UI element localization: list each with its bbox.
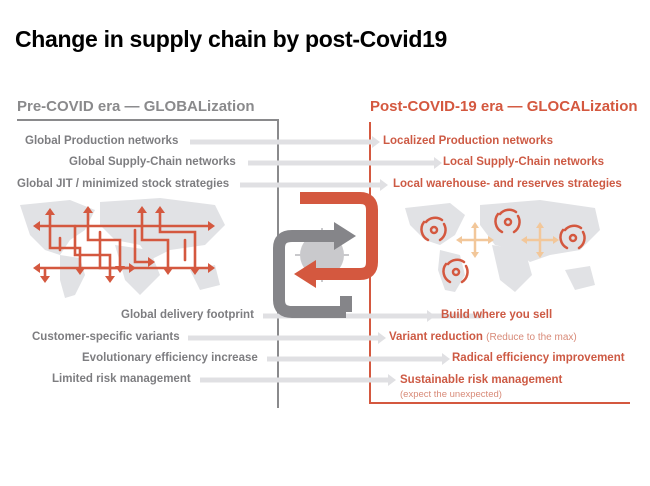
transition-arrows-top [190, 136, 442, 191]
pre-item-jit: Global JIT / minimized stock strategies [17, 178, 230, 190]
post-item-supply-chain: Local Supply-Chain networks [443, 156, 605, 168]
post-covid-heading: Post-COVID-19 era — GLOCALization [370, 98, 638, 115]
pre-item-production: Global Production networks [25, 135, 179, 147]
post-item-build-where-you-sell: Build where you sell [441, 309, 553, 321]
post-item-sustainable-risk: Sustainable risk management [400, 374, 563, 386]
post-item-variant-reduction: Variant reduction (Reduce to the max) [389, 331, 577, 343]
variant-reduction-note: (Reduce to the max) [486, 332, 577, 343]
variant-reduction-main: Variant reduction [389, 331, 483, 343]
covid-exchange-arrows-icon [273, 192, 378, 318]
pre-item-supply-chain: Global Supply-Chain networks [69, 156, 236, 168]
sustainable-risk-note: (expect the unexpected) [400, 389, 502, 400]
page-title: Change in supply chain by post-Covid19 [15, 26, 448, 52]
post-item-production: Localized Production networks [383, 135, 553, 147]
transition-arrows-bottom [188, 310, 483, 386]
world-map-regional-cycles-icon [405, 200, 600, 292]
post-item-radical-efficiency: Radical efficiency improvement [452, 352, 625, 364]
pre-item-delivery: Global delivery footprint [121, 309, 254, 321]
post-item-warehouse: Local warehouse- and reserves strategies [393, 178, 622, 190]
pre-item-efficiency: Evolutionary efficiency increase [82, 352, 258, 364]
world-map-global-network-arrows-icon [20, 198, 225, 298]
pre-covid-heading: Pre-COVID era — GLOBALization [17, 98, 255, 115]
pre-item-variants: Customer-specific variants [32, 331, 180, 343]
pre-item-risk: Limited risk management [52, 373, 191, 385]
